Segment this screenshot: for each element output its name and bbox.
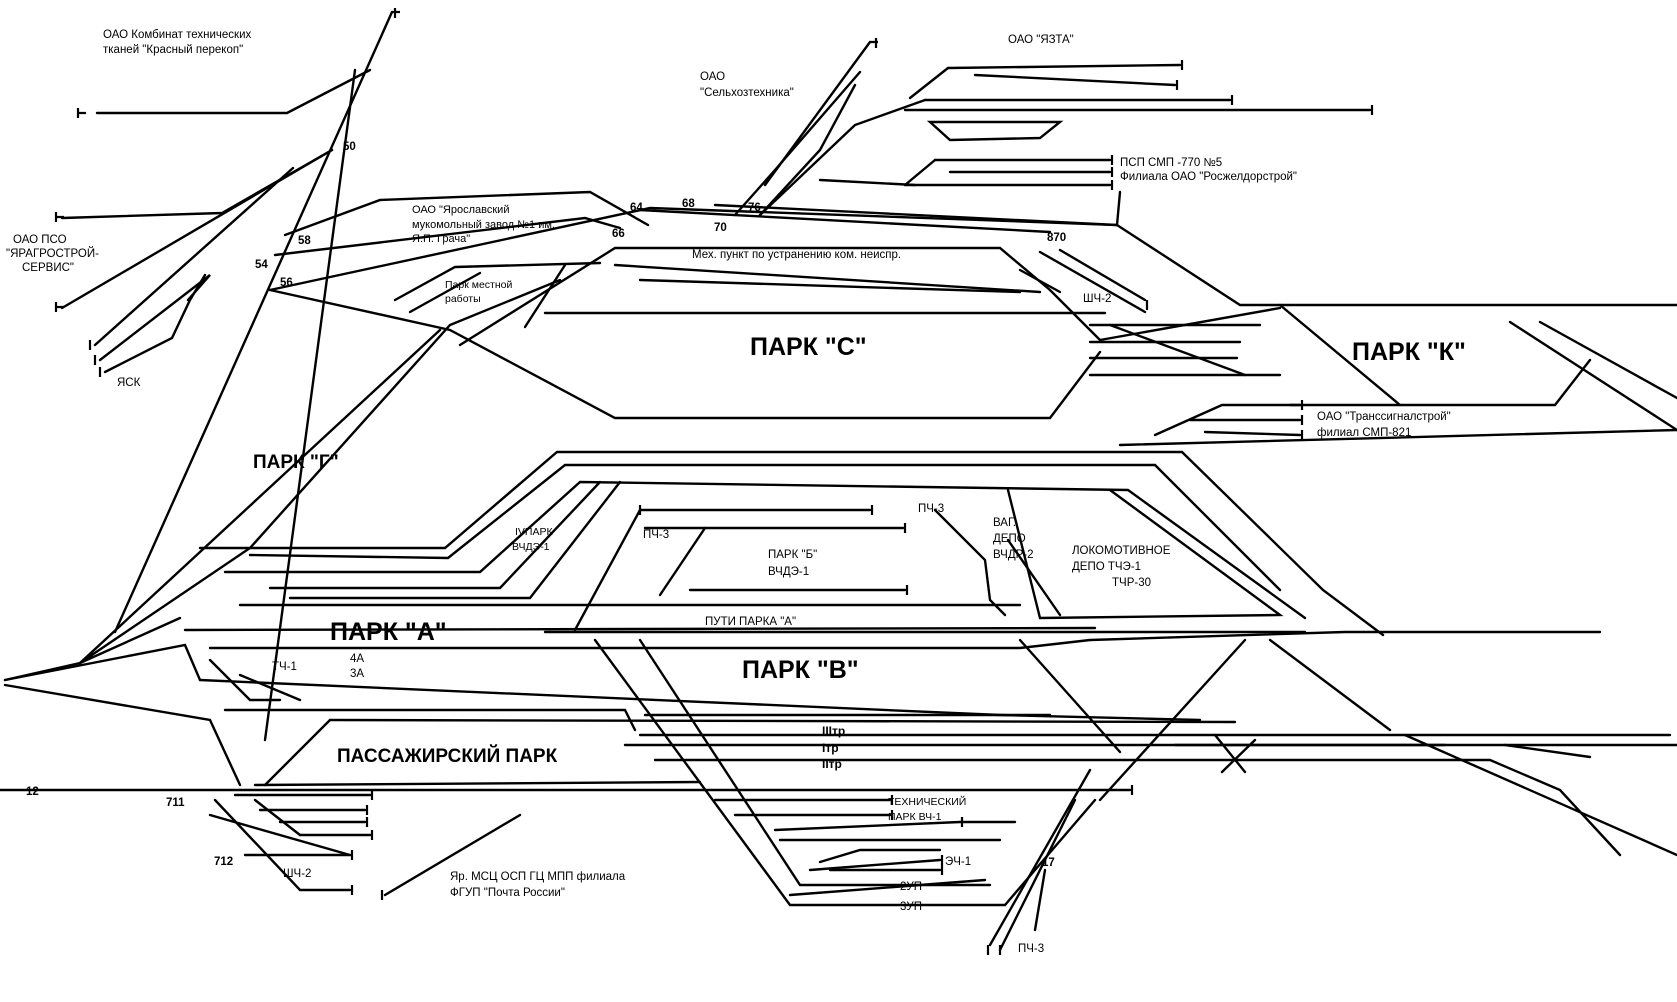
- vag-depot-sub2-label: ВЧДР-2: [993, 549, 1034, 561]
- track-3a-label: 3А: [350, 668, 364, 680]
- mech-point-label: Мех. пункт по устранению ком. неиспр.: [692, 249, 901, 261]
- track-ii-label: IIтр: [822, 757, 842, 771]
- switch-76-label: 76: [748, 202, 761, 214]
- switch-17-label: 17: [1042, 857, 1055, 869]
- park-a-tracks-label: ПУТИ ПАРКА "А": [705, 616, 796, 628]
- passenger-park-label: ПАССАЖИРСКИЙ ПАРК: [337, 745, 558, 767]
- park-b-sub-label: ВЧДЭ-1: [768, 566, 809, 578]
- park-g-label: ПАРК "Г": [253, 452, 339, 473]
- iv-park-sub-label: ВЧДЭ-1: [512, 541, 550, 553]
- krasny-perekop-label: ОАО Комбинат технических: [103, 29, 251, 41]
- mukomol-sub2-label: Я.П. Грача": [412, 233, 470, 245]
- switch-66-label: 66: [612, 228, 625, 240]
- transsignalstroy-sub-label: филиал СМП-821: [1317, 427, 1411, 439]
- post-office-sub-label: ФГУП "Почта России": [450, 887, 565, 899]
- track-2up-label: 2УП: [900, 881, 922, 893]
- shch2-top-label: ШЧ-2: [1083, 293, 1111, 305]
- psp-smp-label: ПСП СМП -770 №5: [1120, 157, 1222, 169]
- pch3-upper-label: ПЧ-3: [918, 503, 944, 515]
- selhoztehnika-label: ОАО: [700, 71, 725, 83]
- track-i-label: Iтр: [822, 741, 839, 755]
- pch3-bottom-label: ПЧ-3: [1018, 943, 1044, 955]
- track-3up-label: 3УП: [900, 901, 922, 913]
- post-office-label: Яр. МСЦ ОСП ГЦ МПП филиала: [450, 871, 626, 883]
- tech-park-label: ТЕХНИЧЕСКИЙ: [888, 795, 966, 808]
- switch-870-label: 870: [1047, 232, 1066, 244]
- switch-70-label: 70: [714, 222, 727, 234]
- switch-68-label: 68: [682, 198, 695, 210]
- loco-depot-label: ЛОКОМОТИВНОЕ: [1072, 545, 1171, 557]
- track-network: [0, 10, 1677, 952]
- vag-depot-label: ВАГ.: [993, 517, 1016, 529]
- switch-64-label: 64: [630, 202, 643, 214]
- enterprise-labels: ОАО Комбинат технических тканей "Красный…: [6, 29, 1451, 955]
- krasny-perekop-sub-label: тканей "Красный перекоп": [103, 44, 243, 56]
- pso-label: ОАО ПСО: [13, 234, 67, 246]
- roszheldorstroy-label: Филиала ОАО "Росжелдорстрой": [1120, 171, 1297, 183]
- pch3-left-label: ПЧ-3: [643, 529, 669, 541]
- transsignalstroy-label: ОАО "Транссигналстрой": [1317, 411, 1451, 423]
- switch-58-label: 58: [298, 235, 311, 247]
- park-s-label: ПАРК "С": [750, 333, 867, 361]
- vag-depot-sub-label: ДЕПО: [993, 533, 1026, 545]
- tch1-label: ТЧ-1: [272, 661, 297, 673]
- switch-numbers: 12 17 50 54 56 58 64 66 68 70 76 711 712…: [26, 141, 1066, 869]
- park-labels: ПАРК "С" ПАРК "К" ПАРК "Г" ПАРК "А" ПАРК…: [253, 279, 1466, 767]
- iv-park-label: IVПАРК: [515, 526, 553, 538]
- mukomol-sub-label: мукомольный завод №1 им.: [412, 219, 555, 231]
- ech1-label: ЭЧ-1: [945, 856, 971, 868]
- track-4a-label: 4А: [350, 653, 364, 665]
- switch-54-label: 54: [255, 259, 268, 271]
- track-iii-label: IIIтр: [822, 724, 845, 738]
- switch-12-label: 12: [26, 786, 39, 798]
- pso-sub-label: "ЯРАГРОСТРОЙ-: [6, 247, 99, 260]
- park-k-label: ПАРК "К": [1352, 338, 1466, 366]
- yazta-label: ОАО "ЯЗТА": [1008, 34, 1074, 46]
- park-v-label: ПАРК "В": [742, 656, 859, 684]
- buffer-stops: [54, 8, 1374, 955]
- yask-label: ЯСК: [117, 377, 141, 389]
- tech-park-sub-label: ПАРК ВЧ-1: [888, 811, 942, 823]
- switch-712-label: 712: [214, 856, 233, 868]
- park-b-label: ПАРК "Б": [768, 549, 817, 561]
- loco-depot-sub-label: ДЕПО ТЧЭ-1: [1072, 561, 1141, 573]
- local-work-park-sub-label: работы: [445, 293, 481, 305]
- main-track-labels: IIIтр Iтр IIтр: [822, 724, 845, 771]
- switch-50-label: 50: [343, 141, 356, 153]
- loco-depot-sub2-label: ТЧР-30: [1112, 577, 1151, 589]
- switch-711-label: 711: [166, 797, 185, 809]
- selhoztehnika-sub-label: "Сельхозтехника": [700, 87, 794, 99]
- mukomol-label: ОАО "Ярославский: [412, 204, 509, 216]
- park-a-label: ПАРК "А": [330, 618, 447, 646]
- local-work-park-label: Парк местной: [445, 279, 512, 291]
- shch2-bottom-label: ШЧ-2: [283, 868, 311, 880]
- switch-56-label: 56: [280, 277, 293, 289]
- pso-sub2-label: СЕРВИС": [22, 262, 74, 274]
